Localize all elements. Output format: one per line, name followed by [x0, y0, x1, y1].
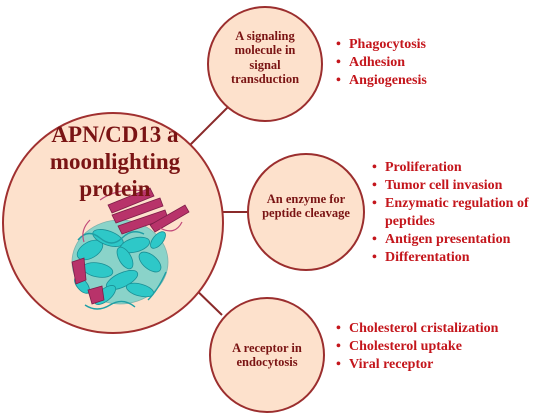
main-title: APN/CD13 a moonlighting protein	[49, 122, 181, 202]
node-circle-signaling	[207, 6, 323, 122]
list-item: Proliferation	[372, 159, 548, 177]
list-item: Cholesterol cristalization	[336, 320, 541, 338]
list-item: Angiogenesis	[336, 72, 541, 90]
node-label-enzyme: An enzyme for peptide cleavage	[262, 192, 350, 221]
list-item: Phagocytosis	[336, 36, 541, 54]
node-circle-enzyme	[247, 153, 365, 271]
connector-signaling	[184, 99, 236, 151]
list-item: Differentation	[372, 249, 548, 267]
protein-structure-image	[71, 187, 190, 310]
bullet-list-receptor: Cholesterol cristalization Cholesterol u…	[336, 320, 541, 374]
bullet-list-signaling: Phagocytosis Adhesion Angiogenesis	[336, 36, 541, 90]
list-item: Tumor cell invasion	[372, 177, 548, 195]
list-item: Viral receptor	[336, 356, 541, 374]
bullet-list-enzyme: Proliferation Tumor cell invasion Enzyma…	[372, 159, 548, 266]
node-label-signaling: A signaling molecule in signal transduct…	[230, 29, 300, 87]
node-label-receptor: A receptor in endocytosis	[232, 341, 302, 370]
list-item: Adhesion	[336, 54, 541, 72]
list-item: Enzymatic regulation of peptides	[372, 195, 548, 231]
list-item: Cholesterol uptake	[336, 338, 541, 356]
node-circle-receptor	[209, 297, 325, 413]
list-item: Antigen presentation	[372, 231, 548, 249]
